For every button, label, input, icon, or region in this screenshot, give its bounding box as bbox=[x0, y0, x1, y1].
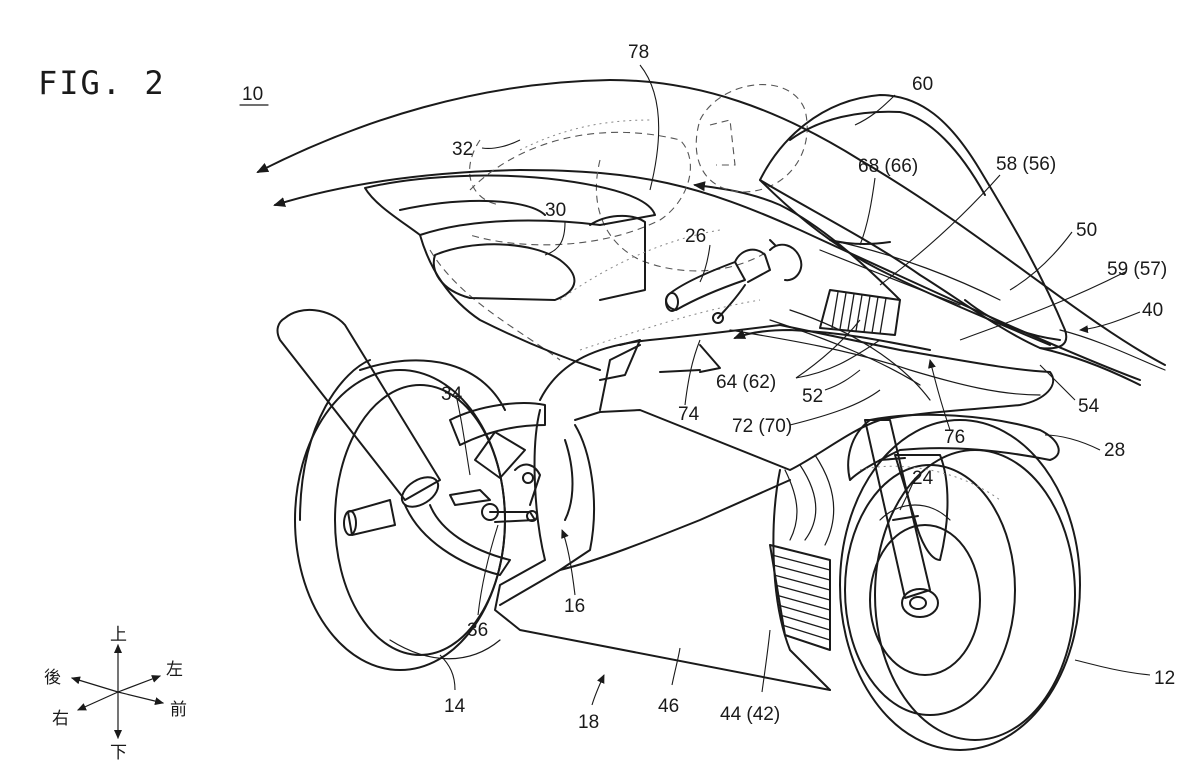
label-36: 36 bbox=[467, 620, 488, 641]
rear-wheel bbox=[294, 359, 506, 671]
direction-left: 左 bbox=[166, 660, 183, 680]
direction-up: 上 bbox=[110, 625, 127, 645]
front-wheel bbox=[839, 419, 1081, 751]
label-46: 46 bbox=[658, 696, 679, 717]
direction-front: 前 bbox=[170, 700, 187, 720]
radiator-grille bbox=[769, 454, 835, 651]
label-32: 32 bbox=[452, 139, 473, 160]
figure-title: FIG. 2 bbox=[38, 64, 166, 102]
exhaust-muffler bbox=[276, 308, 511, 576]
label-74: 74 bbox=[678, 404, 700, 425]
label-78: 78 bbox=[628, 42, 649, 63]
direction-rear: 後 bbox=[44, 668, 61, 688]
front-fork bbox=[864, 419, 931, 599]
label-40: 40 bbox=[1142, 300, 1163, 321]
front-cowl bbox=[759, 94, 1166, 386]
label-54: 54 bbox=[1078, 396, 1100, 417]
ref-main-10: 10 bbox=[242, 84, 263, 105]
label-60: 60 bbox=[912, 74, 933, 95]
label-52: 52 bbox=[802, 386, 823, 407]
label-26: 26 bbox=[685, 226, 706, 247]
front-fender bbox=[847, 413, 1060, 561]
label-28: 28 bbox=[1104, 440, 1125, 461]
label-30: 30 bbox=[545, 200, 566, 221]
label-58-56: 58 (56) bbox=[996, 154, 1056, 175]
leader-lines bbox=[439, 64, 1151, 706]
label-14: 14 bbox=[444, 696, 466, 717]
label-64-62: 64 (62) bbox=[716, 372, 776, 393]
seat bbox=[432, 243, 576, 301]
label-72-70: 72 (70) bbox=[732, 416, 792, 437]
label-24: 24 bbox=[912, 468, 934, 489]
label-50: 50 bbox=[1076, 220, 1097, 241]
label-76: 76 bbox=[944, 427, 965, 448]
label-59-57: 59 (57) bbox=[1107, 259, 1167, 280]
label-18: 18 bbox=[578, 712, 599, 733]
reference-labels: 78 60 32 68 (66) 58 (56) 30 26 50 59 (57… bbox=[441, 42, 1175, 733]
direction-down: 下 bbox=[110, 743, 127, 763]
label-16: 16 bbox=[564, 596, 585, 617]
tail-section bbox=[364, 174, 656, 371]
fairing-detail-lines bbox=[519, 119, 1041, 401]
handlebar bbox=[665, 239, 803, 324]
label-12: 12 bbox=[1154, 668, 1175, 689]
label-44-42: 44 (42) bbox=[720, 704, 780, 725]
label-34: 34 bbox=[441, 384, 463, 405]
direction-right: 右 bbox=[52, 709, 69, 729]
label-68-66: 68 (66) bbox=[858, 156, 918, 177]
direction-compass: 上 下 後 前 左 右 bbox=[44, 625, 187, 763]
air-duct-vents bbox=[819, 239, 901, 336]
